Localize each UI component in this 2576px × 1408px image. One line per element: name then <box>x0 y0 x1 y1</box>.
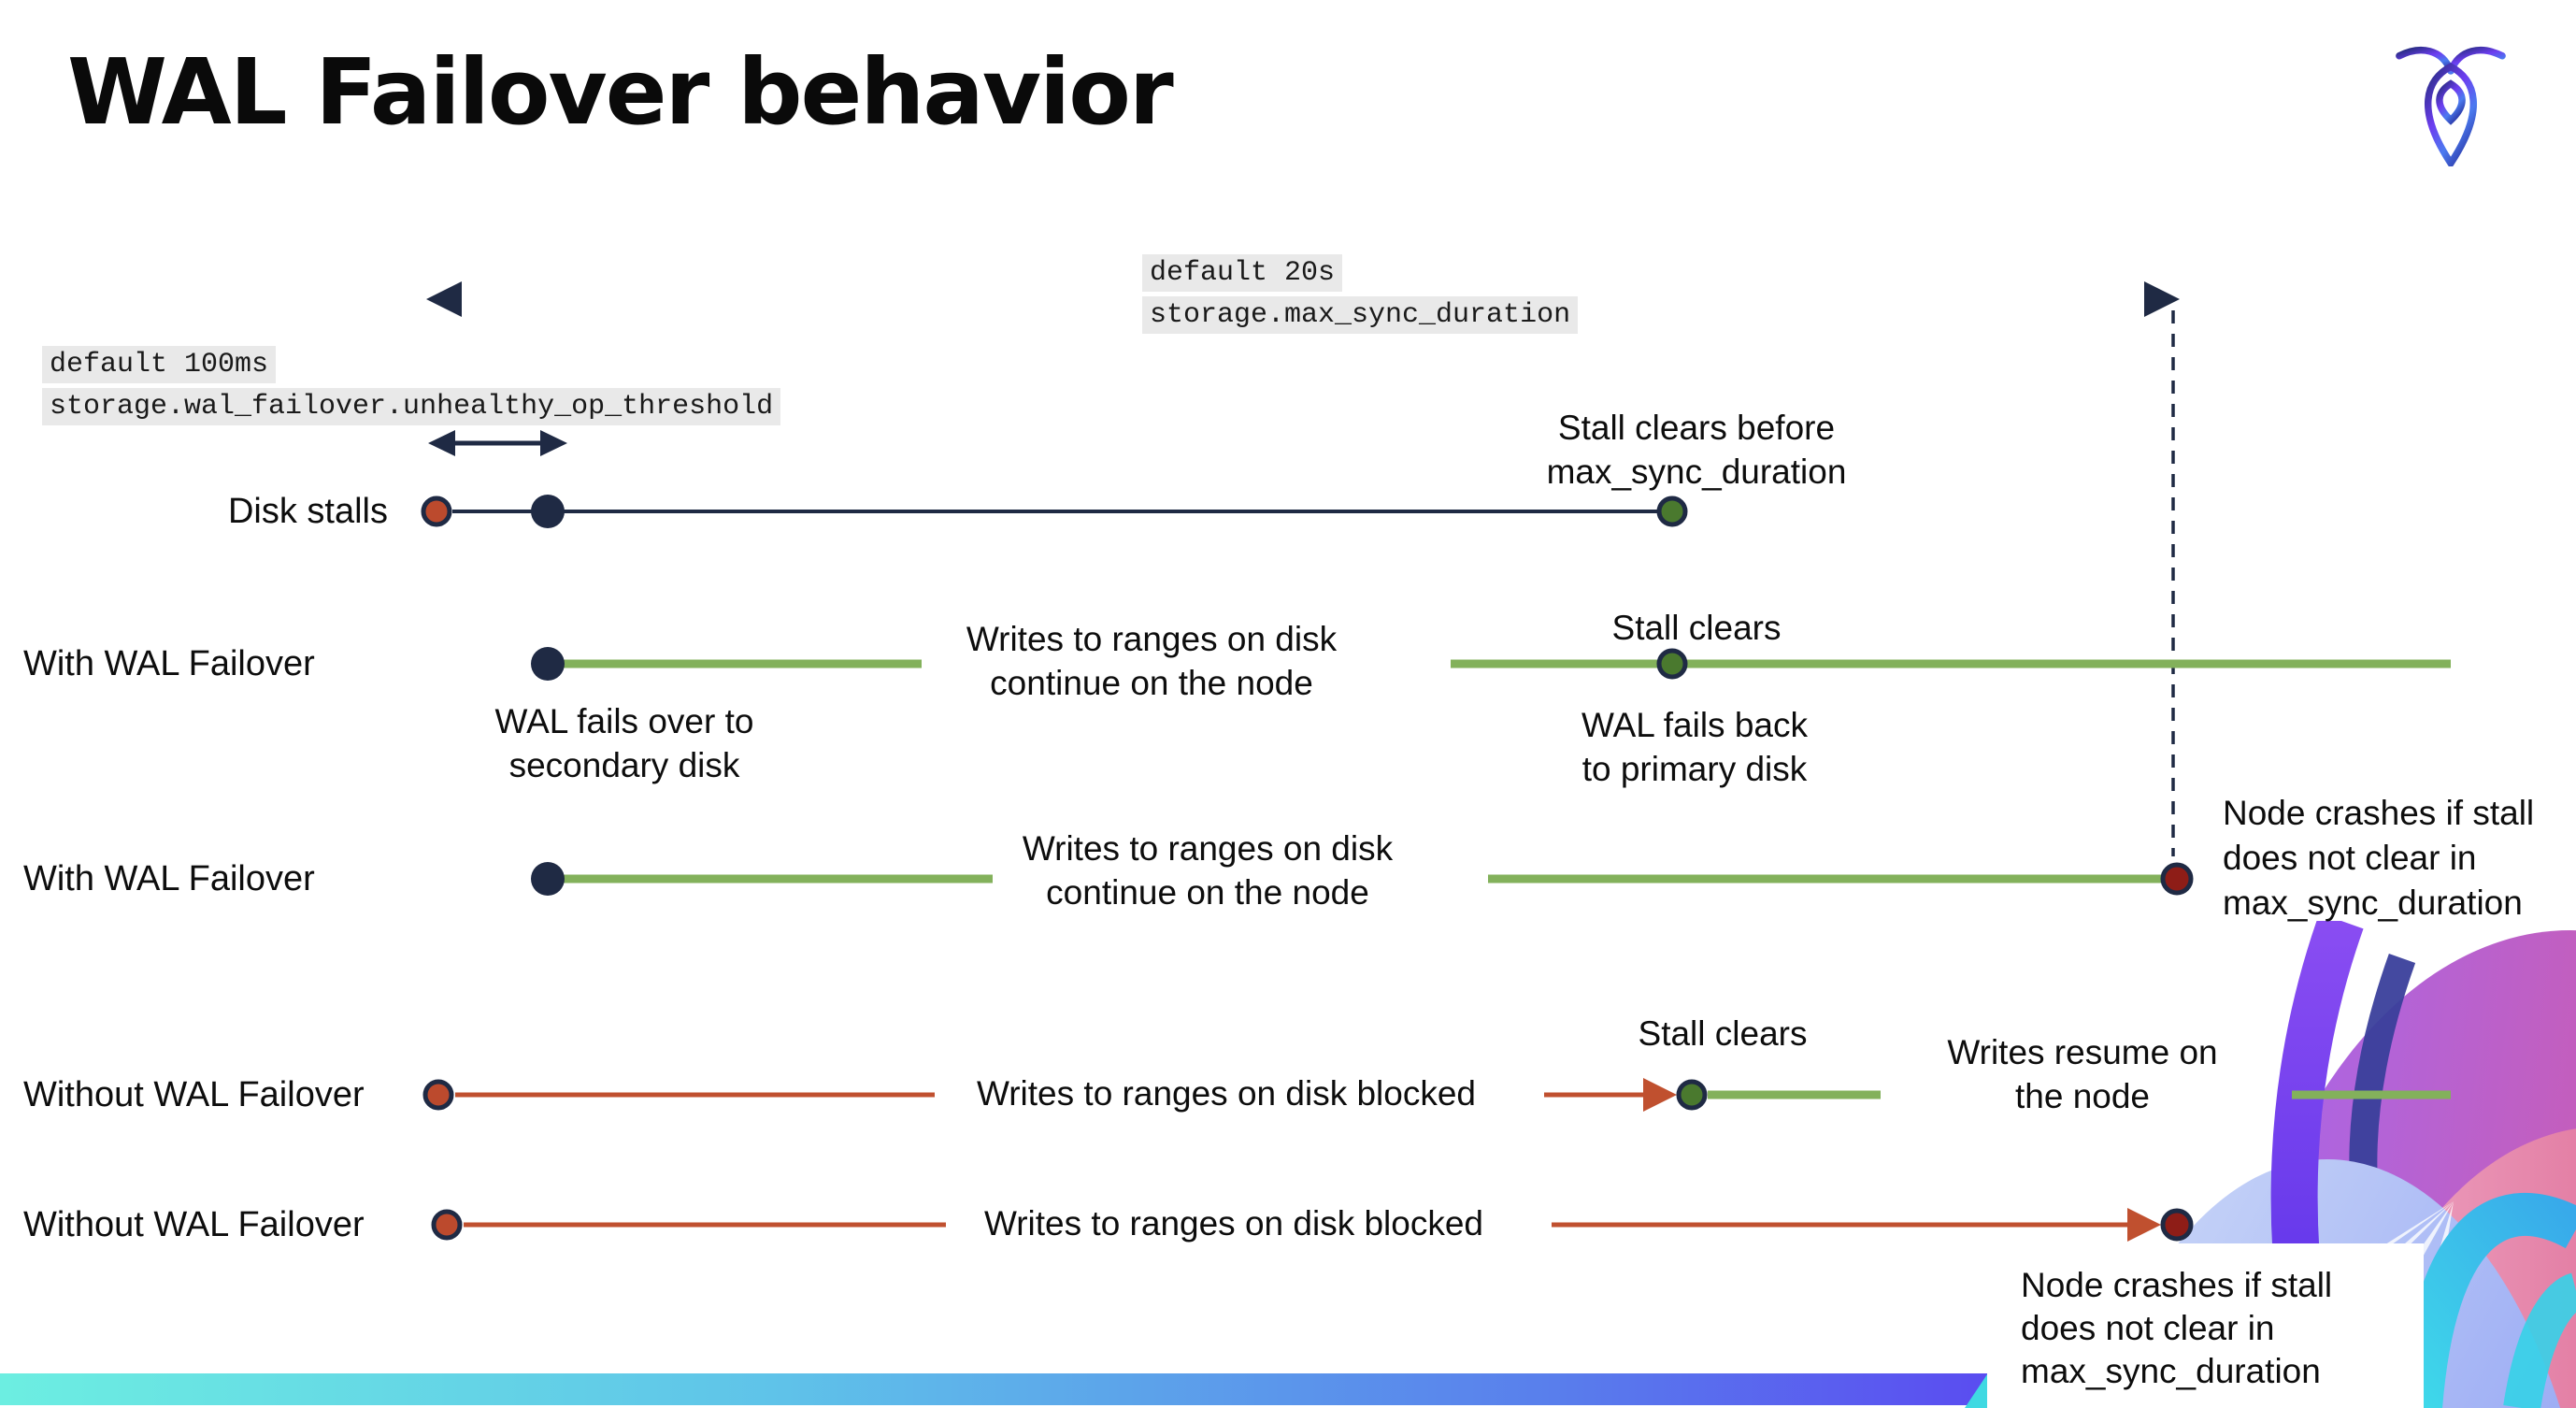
note-line: WAL fails back <box>1581 706 1808 744</box>
timeline-disk-stalls <box>421 495 1688 528</box>
note-line: WAL fails over to <box>494 702 754 740</box>
red-arrowhead <box>1643 1078 1677 1112</box>
note-line: Writes resume on <box>1947 1033 2218 1071</box>
row-label-without-wal-failover-1: Without WAL Failover <box>23 1075 365 1114</box>
stall-start-dot <box>431 1209 463 1241</box>
note-line: to primary disk <box>1581 750 1808 788</box>
arrowhead-right <box>2144 281 2180 317</box>
stall-clears-dot <box>1656 496 1688 527</box>
note-writes-blocked-row4: Writes to ranges on disk blocked <box>976 1074 1477 1113</box>
note-wal-fails-back: WAL fails back to primary disk <box>1581 703 1808 791</box>
cyan-arc <box>2399 1193 2576 1408</box>
arrowhead-right <box>540 430 567 456</box>
callout-default-value: default 20s <box>1142 254 1343 292</box>
unhealthy-op-threshold-arrow <box>428 430 567 456</box>
crash-note-box: Node crashes if stall does not clear in … <box>1987 1243 2424 1408</box>
note-line: does not clear in <box>2223 839 2477 877</box>
threshold-dot <box>531 495 565 528</box>
callout-unhealthy-op-threshold: default 100ms storage.wal_failover.unhea… <box>42 346 781 425</box>
note-line: continue on the node <box>1046 873 1369 912</box>
note-line: max_sync_duration <box>2223 884 2523 922</box>
note-line: Node crashes if stall <box>2223 794 2535 832</box>
node-crash-dot <box>2160 862 2194 896</box>
note-line: the node <box>2014 1077 2151 1115</box>
note-writes-blocked-row5: Writes to ranges on disk blocked <box>983 1204 1484 1243</box>
crash-note-line: Node crashes if stall <box>2021 1266 2333 1304</box>
row-label-disk-stalls: Disk stalls <box>227 492 388 531</box>
failover-dot <box>531 862 565 896</box>
note-writes-resume: Writes resume on the node <box>1947 1030 2217 1118</box>
roach-glyph <box>2396 47 2506 166</box>
note-line: Writes to ranges on disk <box>966 620 1338 658</box>
callout-setting-name: storage.max_sync_duration <box>1142 296 1579 334</box>
note-line: continue on the node <box>990 664 1313 702</box>
note-line: max_sync_duration <box>1546 453 1847 491</box>
note-line: Stall clears before <box>1557 409 1836 447</box>
note-line: secondary disk <box>508 746 740 784</box>
stall-start-dot <box>421 496 452 527</box>
note-writes-continue-row3: Writes to ranges on disk continue on the… <box>1023 826 1393 914</box>
row-label-with-wal-failover-2: With WAL Failover <box>23 859 315 898</box>
stall-clears-dot <box>1676 1079 1708 1111</box>
note-line: Writes to ranges on disk <box>1022 829 1394 868</box>
note-stall-clears-before: Stall clears before max_sync_duration <box>1547 406 1847 494</box>
note-writes-continue-row2: Writes to ranges on disk continue on the… <box>966 617 1337 705</box>
note-stall-clears-row2: Stall clears <box>1611 609 1782 647</box>
callout-default-value: default 100ms <box>42 346 277 383</box>
callout-max-sync-duration: default 20s storage.max_sync_duration <box>1142 254 1579 334</box>
callout-setting-name: storage.wal_failover.unhealthy_op_thresh… <box>42 388 781 425</box>
failover-dot <box>531 647 565 681</box>
row-label-without-wal-failover-2: Without WAL Failover <box>23 1205 365 1244</box>
stall-start-dot <box>422 1079 454 1111</box>
note-node-crashes-row3: Node crashes if stall does not clear in … <box>2223 791 2534 926</box>
arrowhead-left <box>428 430 455 456</box>
crash-note-line: does not clear in <box>2021 1309 2275 1347</box>
row-label-with-wal-failover-1: With WAL Failover <box>23 644 315 683</box>
crash-note-line: max_sync_duration <box>2021 1352 2321 1390</box>
crash-note-text: Node crashes if stall does not clear in … <box>1987 1243 2424 1393</box>
stall-clears-dot <box>1656 648 1688 680</box>
cyan-arc-2 <box>2503 1272 2576 1408</box>
arrowhead-left <box>426 281 462 317</box>
page-title: WAL Failover behavior <box>67 39 1174 145</box>
cockroachdb-logo-icon <box>2396 47 2506 166</box>
note-stall-clears-row4: Stall clears <box>1638 1014 1808 1053</box>
timeline-with-failover-clears <box>531 647 2451 681</box>
note-wal-fails-over: WAL fails over to secondary disk <box>495 699 754 787</box>
